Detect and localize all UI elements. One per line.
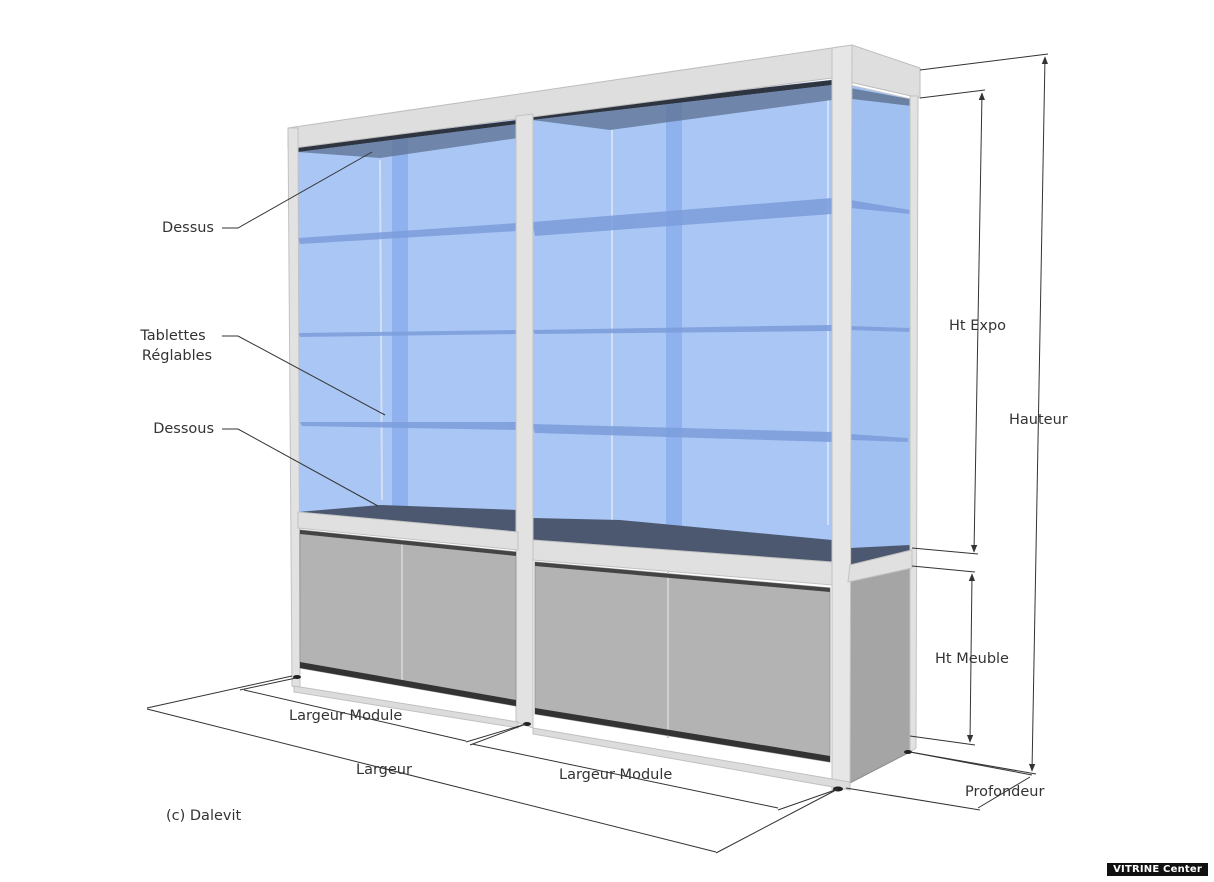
dim-ht-expo (970, 92, 986, 553)
label-tablettes-line2: Réglables (141, 348, 213, 364)
leader-dessous (222, 428, 379, 507)
label-largeur: Largeur (356, 762, 412, 778)
dim-largeur (146, 708, 717, 853)
label-largeur-module-right: Largeur Module (559, 767, 673, 783)
adjustable-shelves (298, 198, 910, 442)
dim-largeur-module-left (243, 689, 467, 742)
top-panel-dessus (294, 120, 518, 152)
frame-post-middle (515, 113, 534, 729)
dim-ht-meuble (966, 573, 976, 743)
dim-hauteur (1028, 56, 1049, 772)
lower-cabinet-doors (299, 529, 831, 763)
glass-column-right (666, 99, 682, 538)
cabinet-illustration (287, 44, 921, 792)
leader-tablettes (222, 335, 386, 416)
copyright-text: (c) Dalevit (166, 808, 242, 824)
label-dessus: Dessus (162, 220, 214, 236)
label-ht-expo: Ht Expo (949, 318, 1007, 334)
label-ht-meuble: Ht Meuble (935, 651, 1009, 667)
label-tablettes-line1: Tablettes (140, 328, 206, 344)
glass-column-left (392, 133, 408, 522)
side-cabinet-panel (845, 565, 913, 786)
frame-post-back-right (909, 95, 919, 753)
dimension-lines (146, 53, 1049, 854)
bottom-panel-dessous (298, 505, 518, 532)
frame-post-left (287, 127, 301, 691)
side-glass-panel (849, 84, 916, 566)
label-largeur-module-left: Largeur Module (289, 708, 403, 724)
label-hauteur: Hauteur (1009, 412, 1068, 428)
leader-lines (222, 151, 386, 507)
dim-largeur-module-right (471, 743, 779, 809)
vitrine-center-badge: VITRINE Center (1107, 863, 1208, 876)
label-dessous: Dessous (153, 421, 214, 437)
leader-dessus (222, 151, 373, 229)
frame-post-front-right (831, 44, 853, 791)
dim-profondeur (977, 776, 1031, 809)
label-profondeur: Profondeur (965, 784, 1045, 800)
